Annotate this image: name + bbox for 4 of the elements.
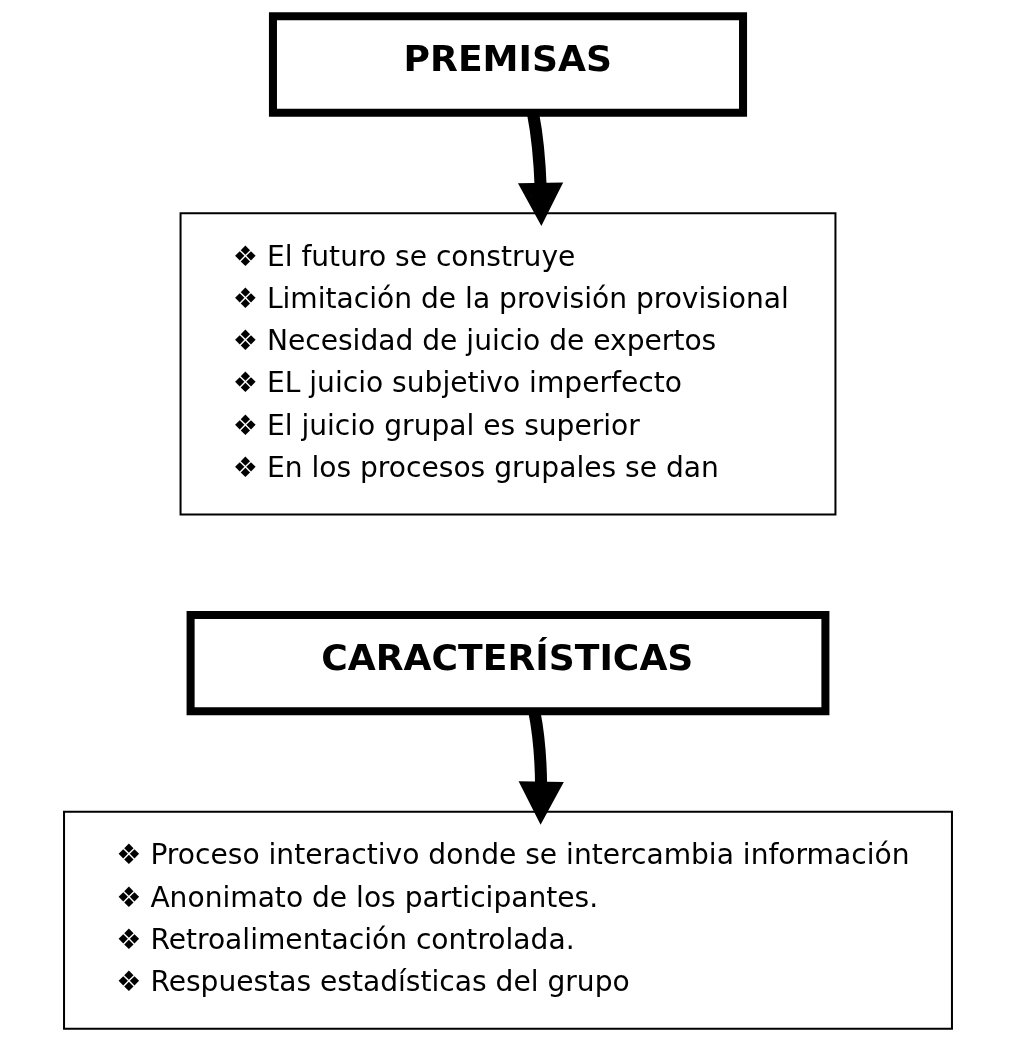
node-box: ❖ El futuro se construye ❖ Limitación de la provisión provisional ❖ Necesidad de juicio de expertos ❖ EL juicio subjetivo imperfecto ❖ El juicio grupal es superior ❖ En los procesos grupales se dan xyxy=(179,212,836,516)
node-box: CARACTERÍSTICAS xyxy=(186,610,829,716)
node-box: ❖ Proceso interactivo donde se intercambia información ❖ Anonimato de los participantes. ❖ Retroalimentación controlada. ❖ Respuestas estadísticas del grupo xyxy=(62,810,953,1030)
node-box: PREMISAS xyxy=(268,12,747,117)
